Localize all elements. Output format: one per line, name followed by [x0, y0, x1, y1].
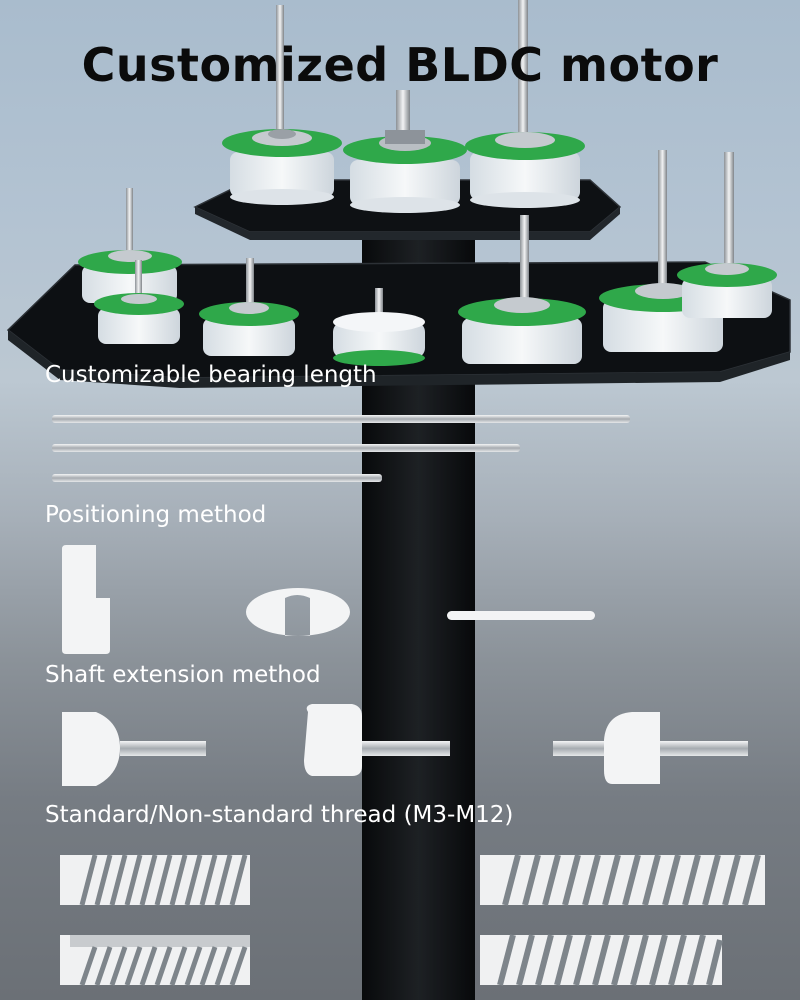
motor-lower-center-right [458, 215, 586, 364]
motor-lower-far-left [78, 188, 182, 303]
motor-lower-center-left [199, 258, 299, 356]
thread-sample-1 [60, 854, 250, 906]
positioning-slot-shape [246, 588, 350, 636]
positioning-step-shape [62, 545, 110, 654]
bearing-rod-long [52, 415, 630, 423]
shaft-extension-double-sided [553, 712, 748, 784]
thread-sample-2 [480, 854, 765, 906]
thread-sample-4 [480, 934, 723, 986]
positioning-method-heading: Positioning method [45, 502, 267, 528]
shaft-extension-reversed [304, 704, 450, 776]
motor-upper-center [343, 90, 467, 213]
shaft-extension-heading: Shaft extension method [45, 662, 321, 688]
positioning-flat-bar [447, 611, 595, 620]
bearing-rod-medium [52, 444, 520, 452]
thread-heading: Standard/Non-standard thread (M3-M12) [45, 802, 514, 828]
bearing-rod-short [52, 474, 382, 482]
motor-lower-left [94, 260, 184, 344]
motor-lower-right [599, 150, 727, 352]
motor-upper-right [465, 0, 585, 208]
bearing-length-heading: Customizable bearing length [45, 362, 377, 388]
motor-lower-far-right [677, 152, 777, 318]
motor-upper-left [222, 5, 342, 205]
page-title: Customized BLDC motor [81, 38, 719, 92]
thread-sample-3 [60, 935, 250, 986]
motor-lower-center [333, 288, 425, 366]
shaft-extension-one-side [62, 712, 206, 786]
